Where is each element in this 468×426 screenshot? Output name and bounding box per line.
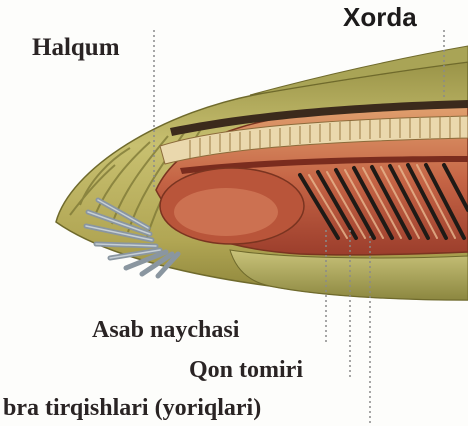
label-halqum: Halqum xyxy=(32,35,120,60)
belly-fold xyxy=(230,250,468,300)
label-jabra-tirqishlari: bra tirqishlari (yoriqlari) xyxy=(3,396,261,420)
label-qon-tomiri: Qon tomiri xyxy=(189,358,303,382)
label-asab-naychasi: Asab naychasi xyxy=(92,318,239,342)
label-xorda: Xorda xyxy=(343,4,417,30)
